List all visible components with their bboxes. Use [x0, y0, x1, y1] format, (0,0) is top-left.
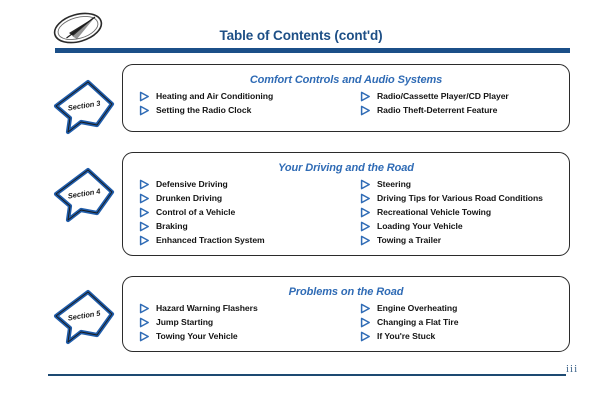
triangle-right-outline-icon — [139, 331, 150, 342]
toc-entry-label: Steering — [377, 179, 411, 189]
toc-entry[interactable]: Driving Tips for Various Road Conditions — [360, 193, 569, 204]
toc-entry-label: Jump Starting — [156, 317, 214, 327]
toc-entry[interactable]: Setting the Radio Clock — [139, 105, 346, 116]
toc-entry-label: If You're Stuck — [377, 331, 436, 341]
triangle-right-outline-icon — [139, 105, 150, 116]
toc-entry[interactable]: Hazard Warning Flashers — [139, 303, 346, 314]
toc-entry[interactable]: Engine Overheating — [360, 303, 569, 314]
toc-entry[interactable]: Towing a Trailer — [360, 235, 569, 246]
triangle-right-outline-icon — [360, 331, 371, 342]
triangle-right-outline-icon — [360, 193, 371, 204]
triangle-right-outline-icon — [360, 91, 371, 102]
triangle-right-outline-icon — [360, 317, 371, 328]
toc-entry[interactable]: Steering — [360, 179, 569, 190]
toc-entry[interactable]: Defensive Driving — [139, 179, 346, 190]
toc-entry-label: Drunken Driving — [156, 193, 223, 203]
toc-entry-label: Engine Overheating — [377, 303, 458, 313]
triangle-right-outline-icon — [360, 179, 371, 190]
toc-entry[interactable]: Changing a Flat Tire — [360, 317, 569, 328]
toc-entry-label: Changing a Flat Tire — [377, 317, 459, 327]
toc-entry-label: Setting the Radio Clock — [156, 105, 252, 115]
triangle-right-outline-icon — [360, 207, 371, 218]
triangle-right-outline-icon — [139, 179, 150, 190]
toc-entry-label: Loading Your Vehicle — [377, 221, 463, 231]
toc-entry[interactable]: Heating and Air Conditioning — [139, 91, 346, 102]
triangle-right-outline-icon — [360, 105, 371, 116]
toc-entry[interactable]: Radio Theft-Deterrent Feature — [360, 105, 569, 116]
toc-entry-label: Defensive Driving — [156, 179, 228, 189]
header-divider-rule — [55, 48, 570, 53]
toc-entry-label: Recreational Vehicle Towing — [377, 207, 492, 217]
triangle-right-outline-icon — [139, 221, 150, 232]
section-heading: Your Driving and the Road — [278, 162, 414, 174]
triangle-right-outline-icon — [360, 235, 371, 246]
toc-entry[interactable]: Jump Starting — [139, 317, 346, 328]
page-title: Table of Contents (cont'd) — [219, 28, 383, 43]
page-number: iii — [566, 363, 579, 375]
toc-entry-label: Radio Theft-Deterrent Feature — [377, 105, 498, 115]
toc-entry[interactable]: Braking — [139, 221, 346, 232]
toc-entry-label: Control of a Vehicle — [156, 207, 236, 217]
triangle-right-outline-icon — [139, 91, 150, 102]
triangle-right-outline-icon — [139, 207, 150, 218]
triangle-right-outline-icon — [139, 235, 150, 246]
toc-entry[interactable]: Loading Your Vehicle — [360, 221, 569, 232]
toc-entry[interactable]: Towing Your Vehicle — [139, 331, 346, 342]
triangle-right-outline-icon — [360, 221, 371, 232]
toc-entry-label: Heating and Air Conditioning — [156, 91, 274, 101]
toc-entry-label: Radio/Cassette Player/CD Player — [377, 91, 509, 101]
section-heading: Comfort Controls and Audio Systems — [249, 74, 443, 86]
toc-entry[interactable]: If You're Stuck — [360, 331, 569, 342]
toc-entry[interactable]: Enhanced Traction System — [139, 235, 346, 246]
oldsmobile-rocket-emblem-icon — [52, 12, 104, 44]
triangle-right-outline-icon — [139, 317, 150, 328]
triangle-right-outline-icon — [360, 303, 371, 314]
toc-entry[interactable]: Recreational Vehicle Towing — [360, 207, 569, 218]
toc-entry-label: Towing Your Vehicle — [156, 331, 238, 341]
section-badge[interactable]: Section 3 — [48, 78, 120, 136]
toc-entry[interactable]: Radio/Cassette Player/CD Player — [360, 91, 569, 102]
toc-entry[interactable]: Drunken Driving — [139, 193, 346, 204]
toc-entry-label: Braking — [156, 221, 188, 231]
section-heading: Problems on the Road — [288, 286, 404, 298]
toc-entry[interactable]: Control of a Vehicle — [139, 207, 346, 218]
triangle-right-outline-icon — [139, 303, 150, 314]
page-header: Table of Contents (cont'd) — [0, 0, 602, 58]
toc-entry-label: Towing a Trailer — [377, 235, 441, 245]
section-badge[interactable]: Section 5 — [48, 288, 120, 346]
triangle-right-outline-icon — [139, 193, 150, 204]
toc-entry-label: Hazard Warning Flashers — [156, 303, 258, 313]
toc-entry-label: Enhanced Traction System — [156, 235, 265, 245]
section-badge[interactable]: Section 4 — [48, 166, 120, 224]
toc-entry-label: Driving Tips for Various Road Conditions — [377, 193, 543, 203]
footer-divider-rule — [48, 374, 566, 377]
